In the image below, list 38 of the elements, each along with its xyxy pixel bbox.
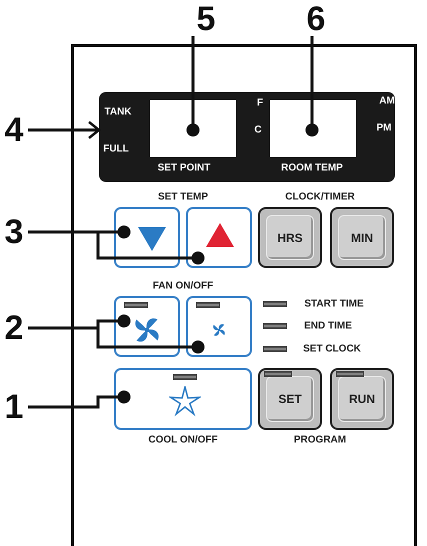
display-label: ROOM TEMP — [281, 162, 343, 174]
down-button — [114, 207, 180, 268]
key-button: RUN — [330, 368, 394, 430]
panel-label: START TIME — [304, 298, 364, 310]
key-button: SET — [258, 368, 322, 430]
display-label: TANK — [104, 106, 132, 118]
key-button: MIN — [330, 207, 394, 268]
display-label: PM — [376, 122, 392, 134]
callout-number: 5 — [194, 2, 218, 36]
callout-number: 6 — [304, 2, 328, 36]
display-panel — [99, 92, 395, 182]
display-label: SET POINT — [158, 162, 210, 174]
panel-label: CLOCK/TIMER — [285, 192, 355, 202]
callout-number: 2 — [2, 311, 26, 345]
leader-line — [28, 120, 100, 140]
callout-number: 4 — [2, 113, 26, 147]
panel-label: SET CLOCK — [303, 344, 361, 354]
fan-low-button — [186, 296, 252, 357]
leader-line — [186, 36, 200, 136]
panel-label: PROGRAM — [294, 434, 346, 446]
panel-label: END TIME — [304, 320, 352, 332]
fan-high-button — [114, 296, 180, 357]
display-label: AM — [379, 96, 395, 106]
cool-button — [114, 368, 252, 430]
leader-line — [28, 390, 130, 408]
up-button — [186, 207, 252, 268]
panel-label: FAN ON/OFF — [152, 280, 214, 292]
display-window — [150, 100, 236, 157]
display-label: FULL — [103, 144, 129, 154]
panel-label: COOL ON/OFF — [148, 434, 218, 446]
panel-label: SET TEMP — [158, 192, 208, 202]
callout-number: 3 — [2, 215, 26, 249]
display-window — [270, 100, 356, 157]
leader-line — [306, 36, 318, 136]
callout-number: 1 — [2, 390, 26, 424]
display-label: F — [256, 98, 264, 108]
key-button: HRS — [258, 207, 322, 268]
display-label: C — [254, 124, 262, 136]
